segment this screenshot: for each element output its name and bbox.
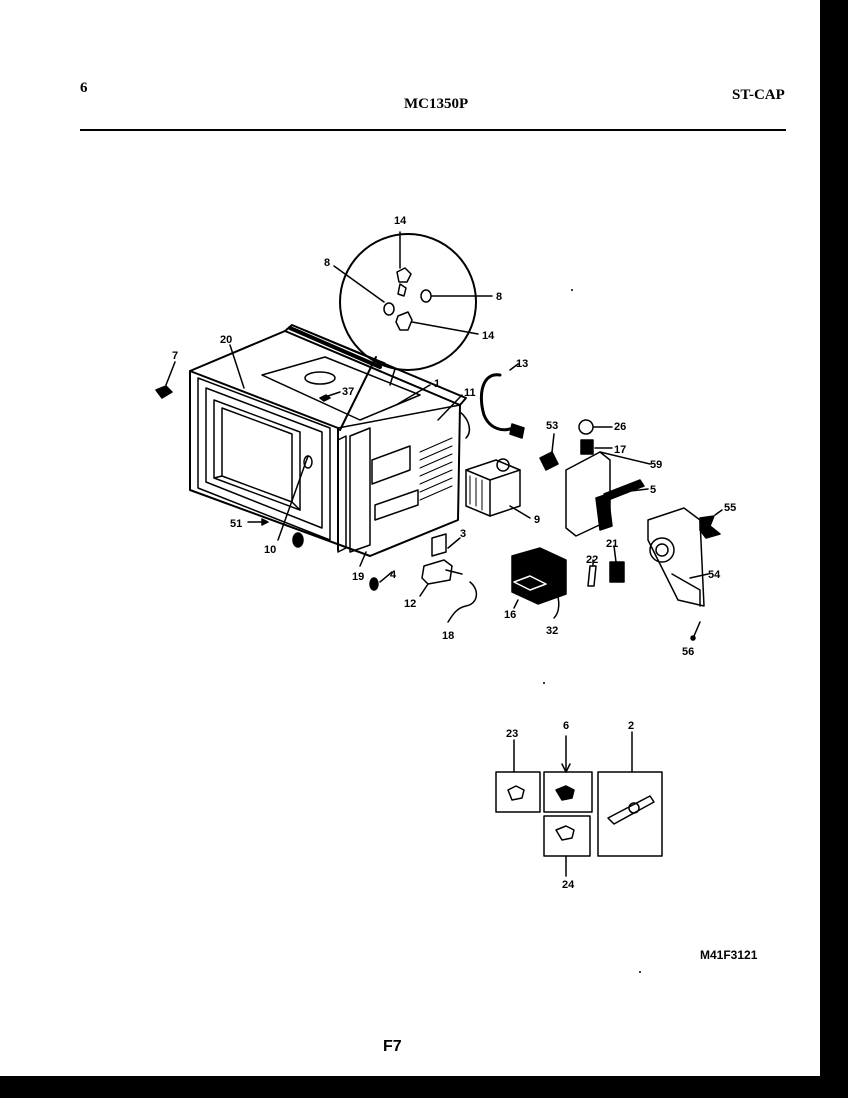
page-ref: F7 bbox=[383, 1038, 402, 1055]
part-32 bbox=[553, 591, 560, 619]
kit-box-23 bbox=[495, 739, 541, 813]
callout-54: 54 bbox=[708, 569, 721, 581]
detail-circle bbox=[333, 231, 493, 431]
part-16-transformer bbox=[511, 547, 567, 609]
callout-23: 23 bbox=[506, 728, 518, 740]
callout-17: 17 bbox=[614, 444, 626, 456]
part-22 bbox=[587, 559, 597, 587]
part-13-power-cord bbox=[479, 363, 525, 439]
callout-labels: 14 8 8 14 7 20 37 1 11 13 53 26 17 59 5 … bbox=[172, 215, 736, 891]
callout-56: 56 bbox=[682, 646, 694, 658]
part-37 bbox=[319, 391, 341, 402]
part-21-switch bbox=[609, 545, 625, 583]
part-55-fan bbox=[699, 509, 723, 539]
model-number: MC1350P bbox=[404, 96, 469, 112]
callout-22: 22 bbox=[586, 554, 598, 566]
part-18-harness bbox=[447, 581, 478, 623]
part-53 bbox=[539, 433, 559, 471]
callout-24: 24 bbox=[562, 879, 575, 891]
page-number: 6 bbox=[80, 80, 88, 96]
callout-11: 11 bbox=[464, 387, 476, 399]
callout-12: 12 bbox=[404, 598, 416, 610]
part-10 bbox=[277, 455, 313, 548]
callout-7: 7 bbox=[172, 350, 178, 362]
kit-box-6 bbox=[543, 735, 593, 813]
part-51 bbox=[247, 518, 269, 526]
callout-26: 26 bbox=[614, 421, 626, 433]
callout-5: 5 bbox=[650, 484, 656, 496]
callout-4: 4 bbox=[390, 569, 397, 581]
section-code: ST-CAP bbox=[732, 87, 785, 103]
part-4 bbox=[369, 571, 393, 591]
callout-2: 2 bbox=[628, 720, 634, 732]
callout-53: 53 bbox=[546, 420, 558, 432]
callout-8: 8 bbox=[324, 257, 330, 269]
diagram-id: M41F3121 bbox=[700, 948, 758, 962]
part-26-lamp bbox=[578, 419, 613, 435]
exploded-view-drawing: 14 8 8 14 7 20 37 1 11 13 53 26 17 59 5 … bbox=[155, 215, 736, 973]
callout-14: 14 bbox=[482, 330, 495, 342]
kit-box-2 bbox=[597, 731, 663, 857]
callout-16: 16 bbox=[504, 609, 516, 621]
callout-8: 8 bbox=[496, 291, 502, 303]
part-7-clip bbox=[155, 361, 176, 399]
callout-1: 1 bbox=[434, 378, 440, 390]
callout-18: 18 bbox=[442, 630, 454, 642]
callout-37: 37 bbox=[342, 386, 354, 398]
leader-19 bbox=[359, 551, 367, 567]
callout-14: 14 bbox=[394, 215, 407, 227]
parts-diagram-sheet: 6 MC1350P ST-CAP bbox=[0, 0, 820, 1076]
part-12-capacitor bbox=[419, 559, 463, 597]
kit-box-24 bbox=[543, 815, 591, 877]
oven-chassis bbox=[189, 324, 471, 557]
leader-11 bbox=[437, 394, 463, 421]
callout-13: 13 bbox=[516, 358, 528, 370]
callout-3: 3 bbox=[460, 528, 466, 540]
leader-20 bbox=[229, 344, 245, 389]
part-17-socket bbox=[580, 439, 613, 455]
callout-6: 6 bbox=[563, 720, 569, 732]
part-54-fan-duct bbox=[647, 507, 709, 607]
leader-1 bbox=[395, 384, 431, 406]
header-rule bbox=[80, 129, 786, 131]
part-56-screw bbox=[690, 621, 701, 641]
part-3 bbox=[431, 533, 461, 557]
part-9-magnetron bbox=[465, 458, 531, 519]
callout-10: 10 bbox=[264, 544, 276, 556]
scan-specks bbox=[543, 289, 641, 973]
callout-51: 51 bbox=[230, 518, 242, 530]
part-5-duct bbox=[595, 479, 649, 531]
callout-55: 55 bbox=[724, 502, 736, 514]
callout-19: 19 bbox=[352, 571, 364, 583]
callout-32: 32 bbox=[546, 625, 558, 637]
callout-20: 20 bbox=[220, 334, 232, 346]
callout-59: 59 bbox=[650, 459, 662, 471]
callout-21: 21 bbox=[606, 538, 618, 550]
callout-9: 9 bbox=[534, 514, 540, 526]
